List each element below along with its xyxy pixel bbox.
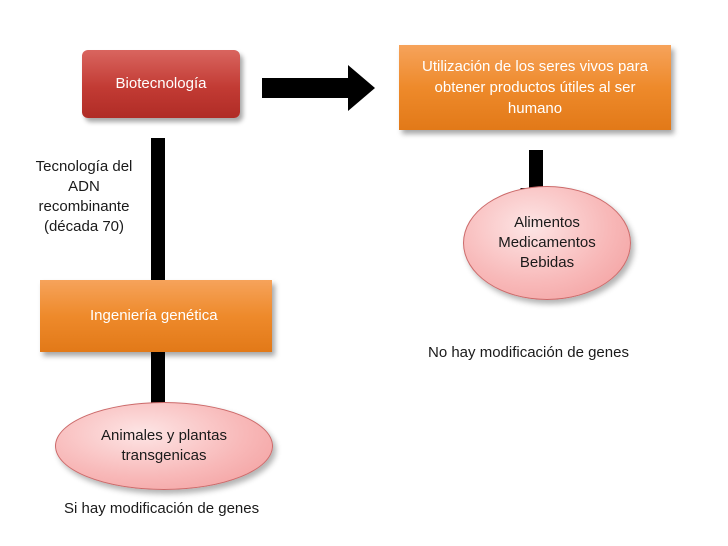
transgenicos-line-1: Animales y plantas xyxy=(101,427,227,444)
tecnologia-line-1: Tecnología del xyxy=(35,158,133,175)
ingenieria-label: Ingeniería genética xyxy=(90,307,218,324)
tecnologia-line-3: recombinante xyxy=(38,198,130,215)
arrow-down-biotec-to-ingenieria xyxy=(142,138,174,298)
biotecnologia-label: Biotecnología xyxy=(115,75,207,92)
utilizacion-box: Utilización de los seres vivos para obte… xyxy=(399,45,671,130)
utilizacion-line-2: obtener productos útiles al ser xyxy=(434,79,636,96)
biotecnologia-box: Biotecnología xyxy=(82,50,240,118)
tecnologia-adn-label: Tecnología del ADN recombinante (década … xyxy=(30,157,138,237)
utilizacion-line-3: humano xyxy=(507,100,563,117)
no-modificacion-label: No hay modificación de genes xyxy=(428,344,629,361)
transgenicos-line-2: transgenicas xyxy=(121,447,207,464)
productos-line-2: Medicamentos xyxy=(498,234,596,251)
si-modificacion-label: Si hay modificación de genes xyxy=(64,500,260,517)
arrow-right xyxy=(262,65,375,111)
transgenicos-ellipse: Animales y plantas transgenicas xyxy=(55,402,273,490)
productos-ellipse: Alimentos Medicamentos Bebidas xyxy=(463,186,631,300)
ingenieria-genetica-box: Ingeniería genética xyxy=(40,280,272,352)
tecnologia-line-2: ADN xyxy=(68,178,100,195)
tecnologia-line-4: (década 70) xyxy=(43,218,125,235)
productos-line-1: Alimentos xyxy=(514,214,580,231)
utilizacion-line-1: Utilización de los seres vivos para xyxy=(422,58,648,75)
arrow-down-ingenieria-to-transgenicos xyxy=(142,336,174,426)
productos-line-3: Bebidas xyxy=(519,254,575,271)
